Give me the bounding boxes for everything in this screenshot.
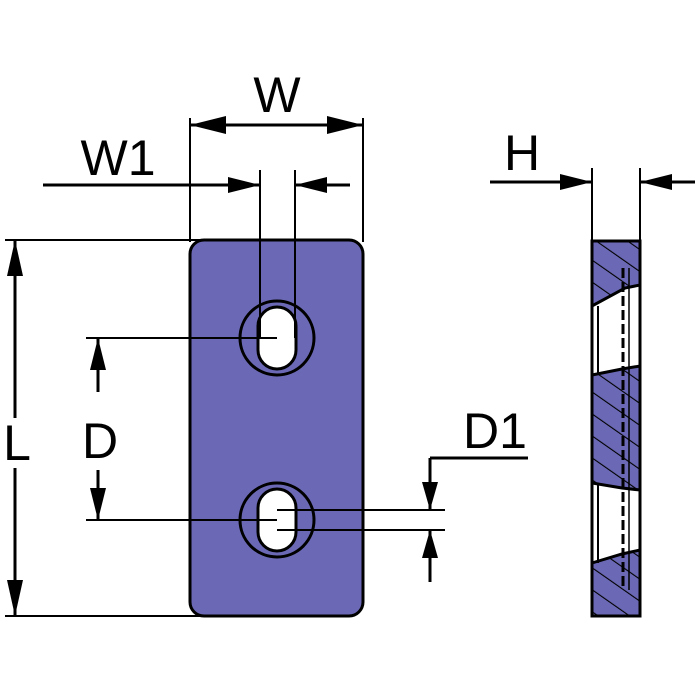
plate-front-view: [188, 238, 365, 618]
dimension-h: H: [490, 125, 695, 241]
plate-body: [188, 238, 365, 618]
plate-side-section: [590, 239, 642, 618]
dimension-d1: D1: [277, 403, 528, 582]
label-l: L: [3, 415, 31, 471]
dimension-d: D: [82, 337, 277, 521]
section-block-bottom: [590, 548, 642, 618]
label-w: W: [253, 67, 301, 123]
section-block-middle: [590, 364, 642, 492]
label-h: H: [504, 125, 540, 181]
label-d: D: [82, 413, 118, 469]
dimension-l: L: [0, 239, 200, 617]
label-w1: W1: [81, 130, 156, 186]
dimension-w: W: [189, 67, 364, 242]
label-d1: D1: [463, 403, 527, 459]
dimension-w1: W1: [43, 130, 350, 338]
